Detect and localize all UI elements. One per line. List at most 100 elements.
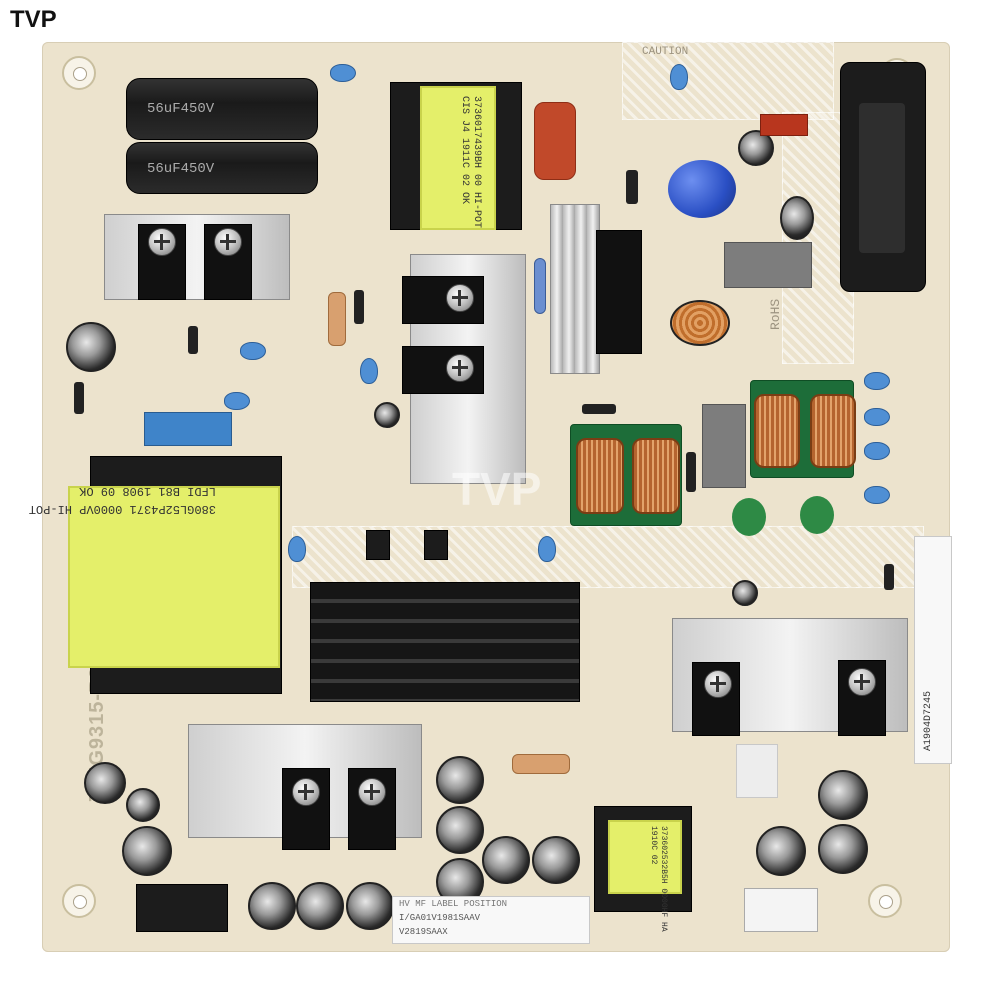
ceramic-capacitor: [360, 358, 378, 384]
optocoupler: [424, 530, 448, 560]
resistor: [328, 292, 346, 346]
transformer-label: 373602532B5H 0000HF HA: [659, 826, 668, 932]
electrolytic-capacitor: [436, 756, 484, 804]
rohs-mark: RoHS: [768, 298, 783, 330]
toroid-inductor: [670, 300, 730, 346]
product-label: HV MF LABEL POSITION I/GA01V1981SAAV V28…: [392, 896, 590, 944]
serial-sticker: A1904D7245: [914, 536, 952, 764]
mosfet: [204, 224, 252, 300]
label-line: HV MF LABEL POSITION: [399, 899, 508, 909]
electrolytic-capacitor: [482, 836, 530, 884]
electrolytic-capacitor: [756, 826, 806, 876]
silk-hatch-area: [622, 42, 834, 120]
mounting-hole: [62, 884, 96, 918]
capacitor: [738, 130, 774, 166]
varistor: [668, 160, 736, 218]
mounting-hole: [62, 56, 96, 90]
output-transformer: 373602532B5H 0000HF HA 1910C 02: [608, 820, 682, 932]
resistor: [534, 258, 546, 314]
choke-coil: [754, 394, 800, 468]
ceramic-capacitor: [864, 408, 890, 426]
bulk-capacitor: 56uF450V: [126, 78, 318, 140]
screw: [446, 284, 474, 312]
electrolytic-capacitor: [248, 882, 296, 930]
ceramic-capacitor: [670, 64, 688, 90]
label-line: I/GA01V1981SAAV: [399, 913, 481, 923]
capacitor: [66, 322, 116, 372]
screw: [848, 668, 876, 696]
ceramic-capacitor: [864, 372, 890, 390]
bulk-capacitor: 56uF450V: [126, 142, 318, 194]
screw: [358, 778, 386, 806]
diode: [354, 290, 364, 324]
ceramic-capacitor: [864, 486, 890, 504]
ceramic-capacitor: [864, 442, 890, 460]
screw: [704, 670, 732, 698]
electrolytic-capacitor: [818, 824, 868, 874]
ceramic-capacitor: [538, 536, 556, 562]
choke-coil: [810, 394, 856, 468]
electrolytic-capacitor: [346, 882, 394, 930]
capacitor: [780, 196, 814, 240]
silk-hatch-area: [292, 526, 924, 588]
main-transformer: 380GL52P4371 0000VP HI-POT LFDI B81 1908…: [29, 484, 280, 668]
ac-input-connector: [840, 62, 926, 292]
diode: [626, 170, 638, 204]
ceramic-capacitor: [330, 64, 356, 82]
capacitor-label: 56uF450V: [147, 101, 215, 117]
electrolytic-capacitor: [126, 788, 160, 822]
optocoupler: [366, 530, 390, 560]
heatsink: [104, 214, 290, 300]
x-capacitor: [702, 404, 746, 488]
output-connector: [136, 884, 228, 932]
ceramic-capacitor: [224, 392, 250, 410]
y-capacitor: [800, 496, 834, 534]
caution-text: CAUTION: [642, 46, 689, 58]
capacitor: [732, 580, 758, 606]
power-supply-board: CAUTION RoHS 715G9315-P01-001-003S 56uF4…: [29, 42, 952, 952]
electrolytic-capacitor: [436, 806, 484, 854]
label-line: V2819SAAX: [399, 927, 448, 937]
screw: [148, 228, 176, 256]
screw: [446, 354, 474, 382]
serial-number: A1904D7245: [923, 690, 934, 751]
diode: [884, 564, 894, 590]
white-connector: [744, 888, 818, 932]
y-capacitor: [732, 498, 766, 536]
choke-coil: [632, 438, 680, 514]
brand-logo: TVP: [10, 6, 57, 33]
ceramic-capacitor: [288, 536, 306, 562]
watermark: TVP: [452, 463, 542, 515]
electrolytic-capacitor: [818, 770, 868, 820]
diode: [74, 382, 84, 414]
diode: [686, 452, 696, 492]
rectifier: [596, 230, 642, 354]
transformer-label: LFDI B81 1908 09 OK: [79, 484, 216, 498]
film-capacitor: [534, 102, 576, 180]
electrolytic-capacitor: [296, 882, 344, 930]
transformer-label: 3736017439BH 00 HI-POT: [471, 96, 482, 229]
transformer-label: 1910C 02: [649, 826, 658, 865]
electrolytic-capacitor: [122, 826, 172, 876]
transformer-label: 380GL52P4371 0000VP HI-POT: [28, 502, 216, 516]
capacitor-label: 56uF450V: [147, 161, 215, 177]
capacitor: [374, 402, 400, 428]
component-cover: [736, 744, 778, 798]
diode: [582, 404, 616, 414]
electrolytic-capacitor: [532, 836, 580, 884]
electrolytic-capacitor: [84, 762, 126, 804]
transformer-label: CIS J4 1911C 02 OK: [459, 96, 470, 205]
diode: [188, 326, 198, 354]
ceramic-capacitor: [240, 342, 266, 360]
fuse-resistor: [760, 114, 808, 136]
top-transformer: 3736017439BH 00 HI-POT CIS J4 1911C 02 O…: [420, 86, 496, 230]
choke-coil: [576, 438, 624, 514]
film-capacitor-blue: [144, 412, 232, 446]
mounting-hole: [868, 884, 902, 918]
resistor: [512, 754, 570, 774]
x-capacitor: [724, 242, 812, 288]
screw: [214, 228, 242, 256]
black-heatsink: [310, 582, 580, 702]
heatsink: [550, 204, 600, 374]
screw: [292, 778, 320, 806]
